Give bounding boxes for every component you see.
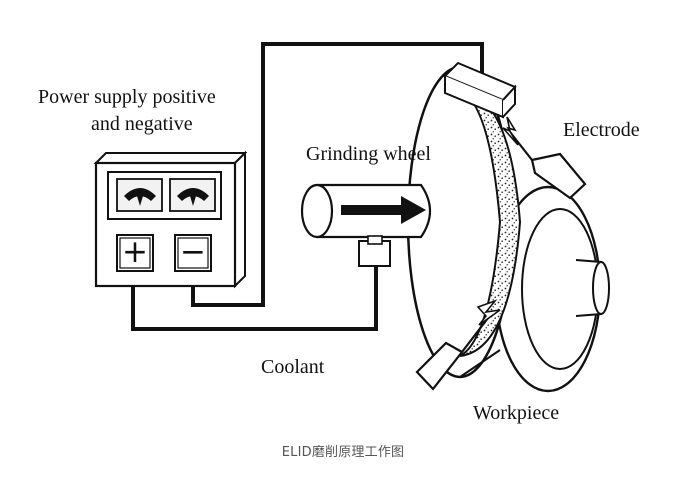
power-supply-label-line1: Power supply positive — [38, 86, 216, 108]
electrode-label: Electrode — [563, 119, 640, 141]
electrode-lower — [415, 299, 501, 391]
power-supply-label-line2: and negative — [91, 113, 193, 135]
gauge-icon — [169, 178, 216, 212]
positive-terminal-symbol: + — [122, 234, 148, 270]
power-wire — [131, 42, 484, 331]
workpiece — [494, 185, 610, 393]
negative-terminal-symbol: − — [180, 234, 206, 270]
gauge-icon — [116, 178, 163, 212]
grinding-wheel — [406, 65, 522, 379]
grinding-wheel-label: Grinding wheel — [306, 143, 431, 165]
power-supply: + − — [93, 150, 248, 289]
workpiece-label: Workpiece — [473, 402, 559, 424]
spark-icon — [502, 116, 519, 146]
wheel-spindle — [300, 183, 432, 239]
arrow-right-icon — [341, 196, 426, 224]
figure-caption: ELID磨削原理工作图 — [281, 445, 405, 460]
coolant-nozzle — [358, 235, 391, 267]
coolant-label: Coolant — [261, 356, 325, 378]
electrode-upper — [502, 116, 587, 200]
electrode-block — [443, 61, 517, 119]
spark-icon — [476, 299, 501, 326]
